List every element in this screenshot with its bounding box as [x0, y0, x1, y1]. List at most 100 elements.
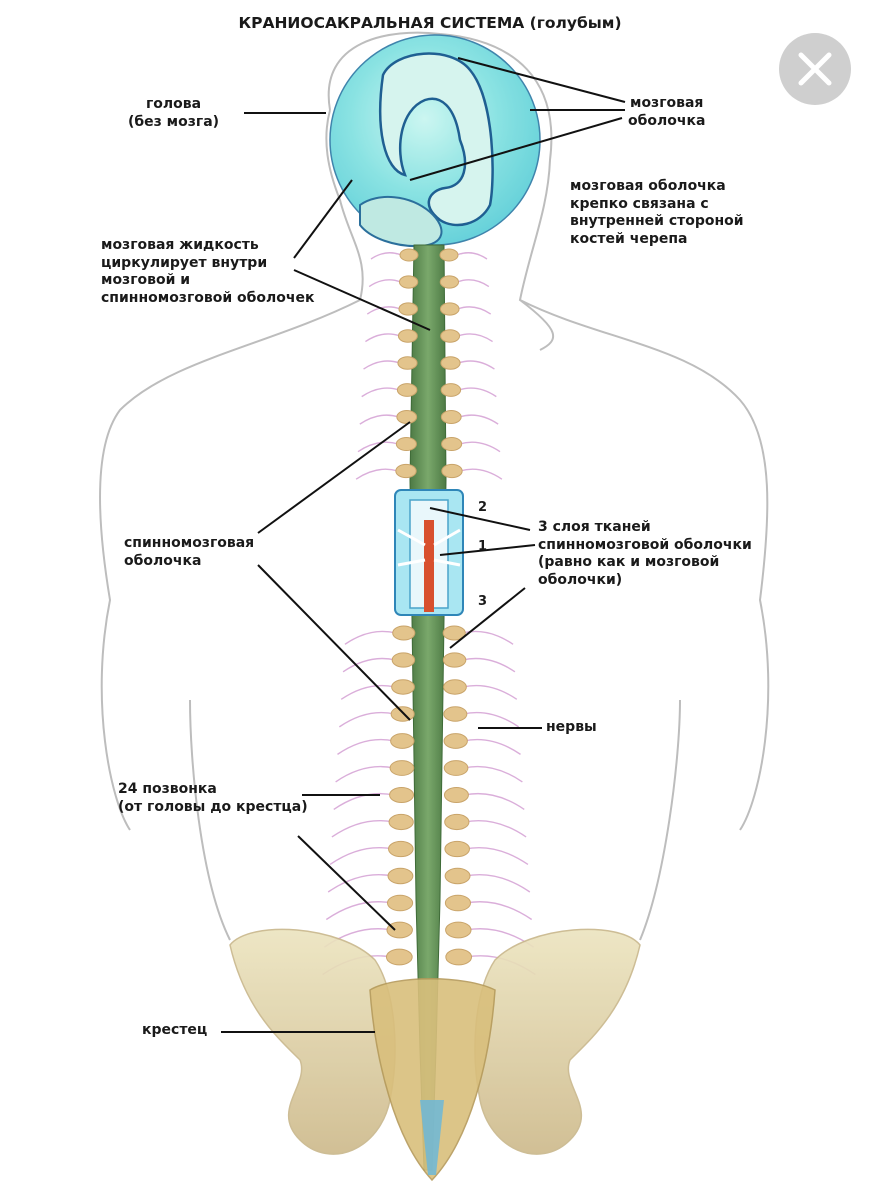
label-meninges-attached: мозговая оболочка крепко связана с внутр…	[570, 178, 744, 247]
vertebra	[386, 921, 413, 939]
close-icon	[798, 52, 832, 86]
nerve-branch	[325, 901, 393, 921]
close-button[interactable]	[779, 33, 851, 105]
diagram-title: КРАНИОСАКРАЛЬНАЯ СИСТЕМА (голубым)	[238, 14, 622, 32]
nerve-branch	[338, 711, 395, 728]
nerve-branch	[458, 360, 495, 370]
vertebra	[388, 840, 414, 858]
nerve-branch	[337, 738, 395, 755]
vertebra	[440, 383, 462, 397]
membrane-cutaway	[394, 489, 464, 616]
nerve-branch	[335, 765, 395, 783]
vertebra	[396, 410, 418, 424]
vertebra	[443, 706, 468, 722]
vertebra	[399, 248, 419, 262]
pelvis	[229, 928, 641, 1182]
vertebra	[395, 436, 417, 452]
vertebra	[443, 679, 467, 695]
nerve-branch	[465, 846, 529, 866]
nerve-branch	[462, 630, 514, 645]
vertebra	[444, 867, 471, 885]
vertebra	[389, 760, 415, 776]
nerve-branch	[463, 711, 520, 728]
vertebra	[444, 840, 470, 858]
body-outline	[99, 31, 770, 941]
vertebra	[442, 652, 467, 668]
vertebra	[397, 356, 418, 370]
nerve-branch	[340, 684, 396, 700]
layer-number-3: 3	[478, 594, 488, 609]
meninges-base	[359, 195, 443, 248]
nerve-branch	[342, 657, 396, 673]
nerve-branch	[359, 414, 399, 425]
layer-number-2: 2	[478, 500, 488, 515]
vertebra	[387, 867, 414, 885]
layer-number-1: 1	[478, 539, 488, 554]
nerve-branch	[331, 819, 394, 838]
label-csf: мозговая жидкость циркулирует внутри моз…	[101, 237, 315, 306]
leader-lines	[221, 57, 626, 1033]
vertebra	[443, 760, 469, 776]
nerve-branch	[363, 360, 400, 370]
vertebra	[445, 948, 473, 966]
vertebra	[444, 894, 472, 912]
vertebra	[440, 329, 461, 343]
nerve-branch	[329, 846, 393, 866]
nerve-branch	[464, 819, 527, 838]
vertebra	[441, 463, 463, 479]
label-nerves: нервы	[546, 719, 597, 735]
vertebra	[442, 625, 466, 641]
vertebra	[391, 679, 415, 695]
vertebra	[444, 813, 470, 831]
nerve-branch	[457, 306, 492, 315]
vertebra	[385, 948, 413, 966]
nerve-branch	[463, 738, 521, 755]
label-vertebrae: 24 позвонка (от головы до крестца)	[118, 781, 308, 815]
vertebra	[445, 921, 472, 939]
nerve-branch	[465, 901, 533, 921]
vertebra	[386, 894, 414, 912]
vertebra	[392, 625, 416, 641]
nerve-branch	[462, 684, 518, 700]
nerve-branch	[327, 874, 393, 893]
nerve-branch	[361, 387, 400, 398]
nerve-branch	[355, 468, 399, 480]
nerve-branch	[459, 414, 499, 425]
nerve-branch	[357, 441, 399, 453]
nerve-branch	[465, 874, 531, 893]
vertebra	[395, 463, 417, 479]
nerve-branch	[459, 468, 503, 480]
label-three-layers: 3 слоя тканей спинномозговой оболочки (р…	[538, 519, 752, 588]
vertebra	[396, 383, 418, 397]
nerve-branch	[457, 279, 490, 288]
label-head: голова (без мозга)	[128, 96, 220, 130]
nerve-branch	[458, 387, 497, 398]
nerve-branch	[462, 657, 516, 673]
nerve-branch	[457, 333, 493, 343]
nerve-branch	[463, 765, 523, 783]
nerve-branch	[365, 333, 401, 343]
vertebra	[391, 652, 416, 668]
vertebra	[390, 706, 415, 722]
vertebrae	[385, 248, 473, 966]
vertebra	[439, 248, 459, 262]
nerve-branch	[370, 252, 402, 260]
vertebra	[388, 813, 414, 831]
vertebra	[439, 302, 460, 316]
vertebra	[440, 356, 461, 370]
nerve-branch	[366, 306, 401, 315]
vertebra	[397, 329, 418, 343]
vertebra	[390, 733, 415, 749]
vertebra	[398, 275, 419, 289]
label-sacrum: крестец	[142, 1022, 208, 1038]
vertebra	[398, 302, 419, 316]
vertebra	[440, 410, 462, 424]
label-meninges: мозговая оболочка	[628, 95, 706, 129]
vertebra	[439, 275, 460, 289]
vertebra	[443, 787, 469, 803]
sacrum-bone	[369, 978, 496, 1182]
vertebra	[443, 733, 468, 749]
meninges-fold	[379, 52, 494, 227]
nerve-branch	[464, 792, 525, 811]
nerve-branch	[368, 279, 401, 288]
